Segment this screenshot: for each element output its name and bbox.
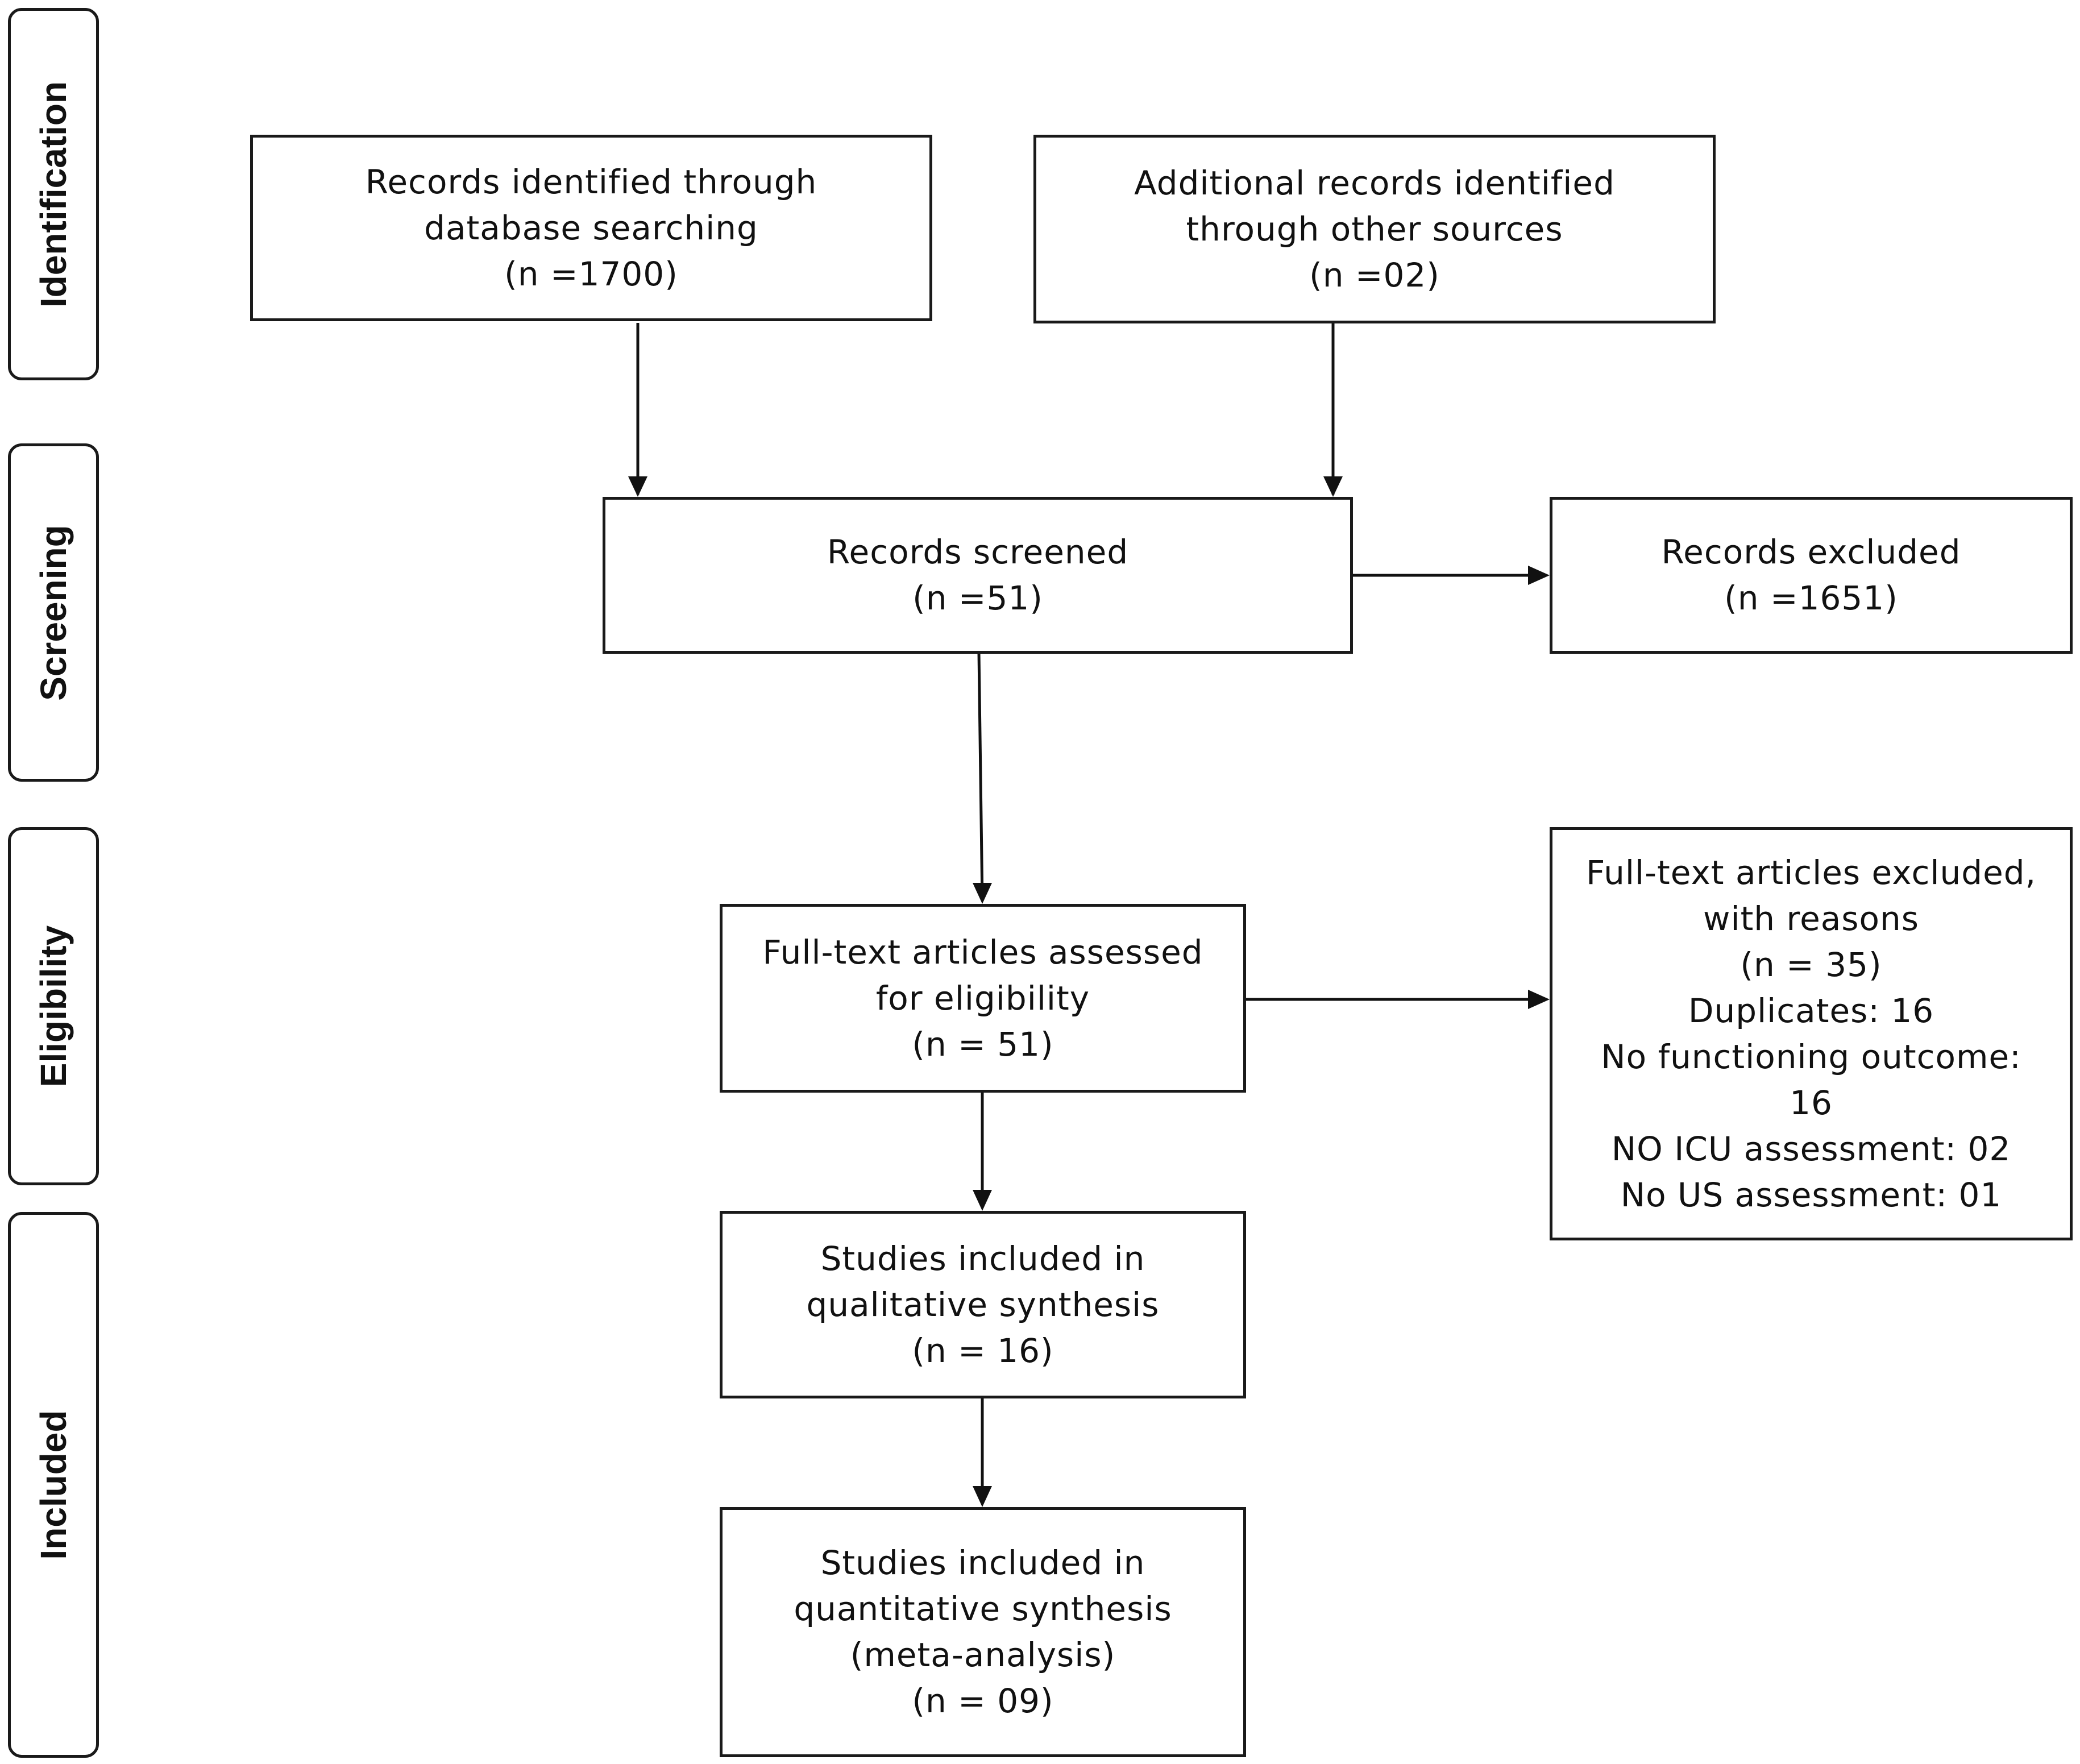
box-database-records: Records identified through database sear…: [250, 135, 932, 321]
text-line: qualitative synthesis: [806, 1285, 1160, 1324]
box-fulltext-excluded: Full-text articles excluded, with reason…: [1550, 827, 2073, 1240]
stage-included: Included: [8, 1212, 99, 1758]
text-line: No functioning outcome:: [1601, 1037, 2021, 1076]
text-line: Full-text articles assessed: [762, 932, 1203, 972]
arrowhead-database: [628, 476, 647, 497]
text-line: (n =1700): [504, 254, 678, 293]
text-line: No US assessment: 01: [1620, 1175, 2002, 1214]
text-line: Studies included in: [820, 1543, 1145, 1582]
box-records-screened: Records screened (n =51): [603, 497, 1353, 654]
arrowhead-qualitative: [973, 1190, 992, 1211]
text-line: Records identified through: [365, 162, 817, 201]
text-line: Studies included in: [820, 1239, 1145, 1278]
text-line: (n =51): [912, 579, 1043, 617]
text-line: Full-text articles excluded,: [1585, 853, 2037, 892]
text-line: (n = 16): [912, 1331, 1054, 1370]
arrowhead-fulltext: [973, 883, 992, 904]
text-line: Records excluded: [1661, 533, 1961, 571]
text-line: for eligibility: [875, 978, 1090, 1018]
text-line: through other sources: [1186, 209, 1563, 248]
text-line: (n = 51): [912, 1024, 1054, 1064]
box-fulltext-assessed: Full-text articles assessed for eligibil…: [720, 904, 1246, 1093]
arrow-screened-to-fulltext: [977, 652, 984, 902]
arrowhead-excluded: [1528, 566, 1550, 585]
box-quantitative-synthesis: Studies included in quantitative synthes…: [720, 1507, 1246, 1757]
text-line: (meta-analysis): [850, 1636, 1116, 1674]
box-qualitative-synthesis: Studies included in qualitative synthesi…: [720, 1211, 1246, 1398]
box-records-excluded: Records excluded (n =1651): [1550, 497, 2073, 654]
text-line: (n = 35): [1740, 945, 1882, 984]
box-other-sources: Additional records identified through ot…: [1033, 135, 1716, 323]
text-line: Additional records identified: [1134, 163, 1615, 202]
stage-eligibility: Eligibility: [8, 827, 99, 1185]
text-line: (n =1651): [1724, 579, 1898, 617]
text-line: quantitative synthesis: [794, 1589, 1172, 1628]
text-line: database searching: [424, 208, 758, 247]
text-line: Records screened: [827, 533, 1129, 571]
text-line: 16: [1790, 1083, 1833, 1122]
text-line: with reasons: [1703, 899, 1919, 938]
text-line: Duplicates: 16: [1688, 991, 1934, 1030]
stage-identification: Identification: [8, 8, 99, 380]
text-line: (n =02): [1309, 255, 1440, 294]
arrowhead-quantitative: [973, 1486, 992, 1507]
arrowhead-other: [1323, 476, 1343, 497]
text-line: NO ICU assessment: 02: [1611, 1129, 2011, 1168]
stage-screening: Screening: [8, 443, 99, 782]
text-line: (n = 09): [912, 1682, 1054, 1720]
arrowhead-fulltext-excluded: [1528, 990, 1550, 1009]
